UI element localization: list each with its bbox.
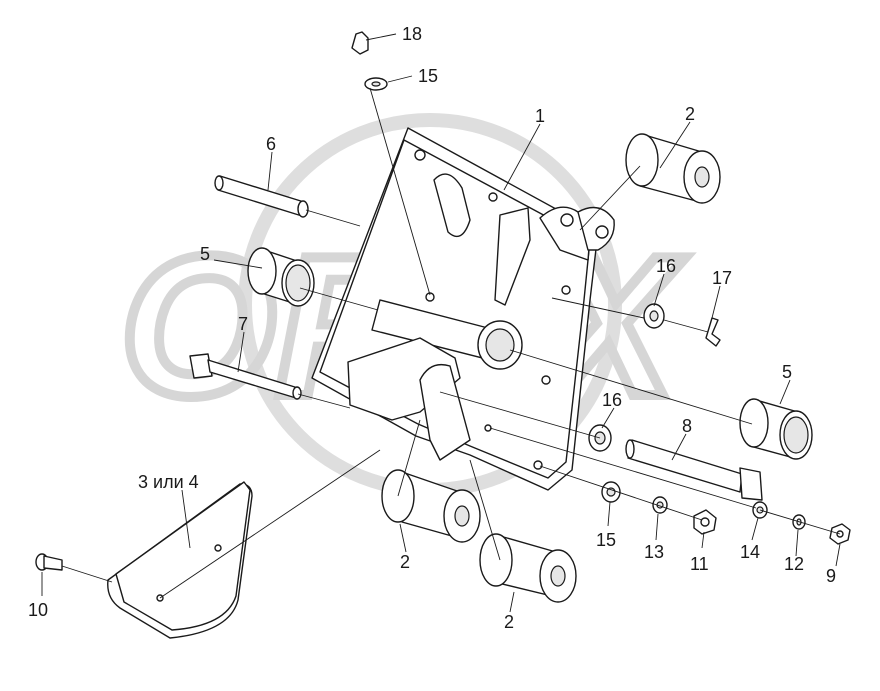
nut-part-11 (693, 509, 717, 535)
callout-11: 11 (690, 554, 709, 574)
plate-slot (433, 173, 471, 238)
bushing-part-2-middle (381, 469, 481, 543)
callout-2-top: 2 (685, 104, 695, 124)
callout-8: 8 (682, 416, 692, 436)
callout-2-bottom: 2 (504, 612, 514, 632)
callout-13: 13 (644, 542, 664, 562)
callout-14: 14 (740, 542, 760, 562)
callout-15-top: 15 (418, 66, 438, 86)
callout-17: 17 (712, 268, 732, 288)
callout-9: 10 (28, 600, 48, 620)
callout-5-right: 5 (782, 362, 792, 382)
callout-labels: 18 15 1 2 6 5 7 16 17 5 16 8 3 или 4 15 … (28, 24, 836, 632)
bushing-part-5-left (247, 247, 315, 307)
callout-6: 6 (266, 134, 276, 154)
callout-3-or-4: 3 или 4 (138, 472, 199, 492)
bolt-part-9 (35, 553, 63, 571)
plate-part-3-or-4 (107, 481, 253, 639)
washer-part-16-top (643, 303, 665, 329)
callout-7: 7 (238, 314, 248, 334)
callout-leaders (41, 33, 841, 613)
bushing-part-5-right (739, 398, 813, 460)
grease-fitting-part-18 (351, 31, 369, 55)
bushing-part-2-top (625, 133, 721, 204)
assembly-lines (61, 87, 841, 599)
callout-18: 18 (402, 24, 422, 44)
callout-12: 12 (784, 554, 804, 574)
bolt-part-8 (625, 439, 763, 501)
bushing-part-2-bottom (479, 533, 577, 603)
callout-2-middle: 2 (400, 552, 410, 572)
washer-part-15-bottom (601, 481, 621, 503)
callout-10: 9 (826, 566, 836, 586)
callout-16-bottom: 16 (602, 390, 622, 410)
washer-part-13 (652, 496, 668, 514)
cotter-pin-part-17 (705, 317, 721, 347)
callout-5-left: 5 (200, 244, 210, 264)
callout-1: 1 (535, 106, 545, 126)
bolt-part-7 (189, 353, 302, 400)
pin-part-6 (214, 175, 309, 218)
callout-16-top: 16 (656, 256, 676, 276)
main-plate-part-1 (311, 127, 615, 491)
washer-part-15-top (364, 77, 388, 91)
callout-15-bottom: 15 (596, 530, 616, 550)
